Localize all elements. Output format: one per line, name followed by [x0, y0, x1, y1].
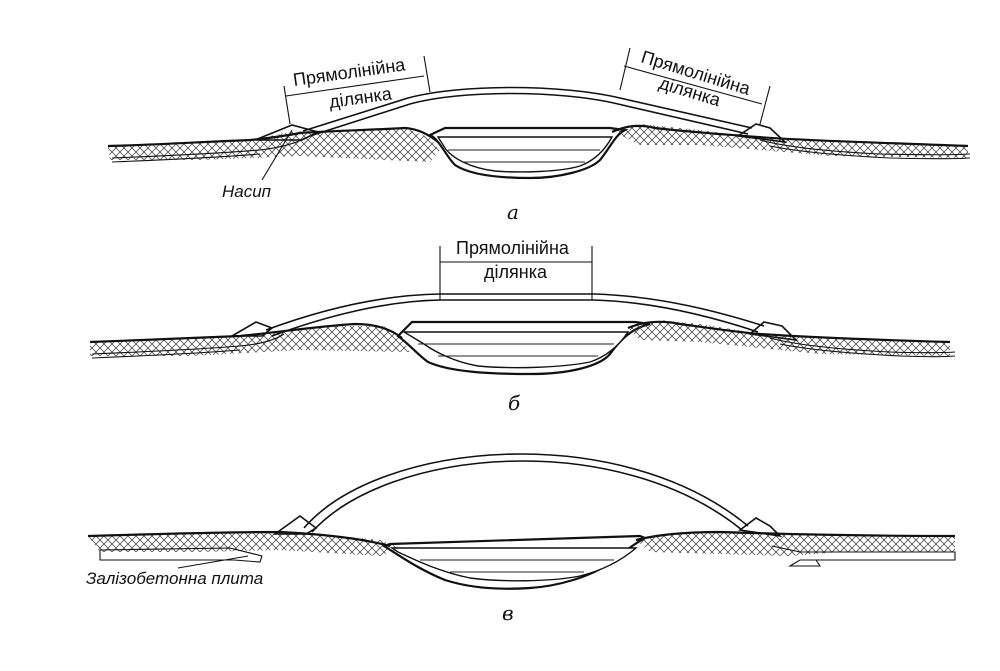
slab-right	[771, 545, 956, 567]
label-slab: Залізобетонна плита	[86, 569, 263, 588]
pipeline-arc-c-inner	[311, 460, 743, 533]
dim-line-left	[285, 75, 425, 97]
dim-tick-left-2	[423, 55, 431, 93]
label-center-segment-2: ділянка	[484, 262, 548, 282]
soil-band-left	[108, 128, 440, 162]
diagram-b: Прямолінійна ділянка б	[89, 238, 956, 415]
pipeline-arc-c-outer	[303, 453, 749, 529]
pipeline-arc-a-inner	[309, 92, 749, 137]
dim-tick-right-2	[759, 85, 771, 125]
slab-left	[99, 547, 263, 563]
ground-surface-left	[107, 126, 439, 148]
soil-band-left-b	[90, 326, 410, 356]
pipe-underground-right	[759, 139, 971, 156]
water-b	[401, 331, 630, 369]
ground-surface-right-b	[627, 320, 951, 344]
ground-surface-right	[611, 124, 969, 148]
label-left-segment-2: ділянка	[328, 83, 394, 112]
soil-band-left-c	[88, 532, 400, 556]
caption-c: в	[502, 601, 514, 625]
soil-band-right-c	[636, 532, 955, 556]
water-c	[389, 547, 638, 582]
slab-leader	[177, 555, 249, 569]
pipe-underground-right-b	[769, 337, 956, 354]
embankment-right-c	[737, 517, 783, 538]
embankment-right-b	[748, 321, 799, 342]
riverbed-a	[427, 126, 629, 180]
diagram-c: Залізобетонна плита в	[86, 453, 956, 625]
embankment-leader	[261, 129, 293, 181]
caption-b: б	[508, 391, 521, 415]
pipe-underground-right-b-2	[779, 343, 956, 358]
caption-a: а	[507, 200, 519, 224]
pipe-underground-left-2	[111, 153, 261, 163]
riverbed-b	[396, 320, 651, 376]
pipe-underground-left-b-2	[91, 349, 241, 359]
dim-tick-left-1	[283, 85, 291, 125]
ground-surface-left-b	[89, 322, 403, 344]
pipe-underground-left	[111, 137, 306, 159]
ground-surface-right-c	[635, 530, 956, 542]
ground-surface-left-c	[87, 530, 391, 548]
soil-band-right-b	[628, 320, 950, 356]
diagram-a: Прямолінійна ділянка Прямолінійна ділянк…	[107, 47, 971, 224]
dim-line-right	[623, 65, 763, 105]
label-center-segment-1: Прямолінійна	[456, 238, 570, 258]
pipeline-arc-a-outer	[302, 86, 753, 132]
pipe-underground-left-b	[91, 333, 285, 355]
water-a	[436, 136, 614, 173]
dim-tick-right-1	[619, 47, 631, 91]
pipe-underground-right-2	[769, 145, 971, 160]
label-embankment: Насип	[222, 182, 272, 201]
pipeline-arc-b-outer	[265, 293, 765, 331]
